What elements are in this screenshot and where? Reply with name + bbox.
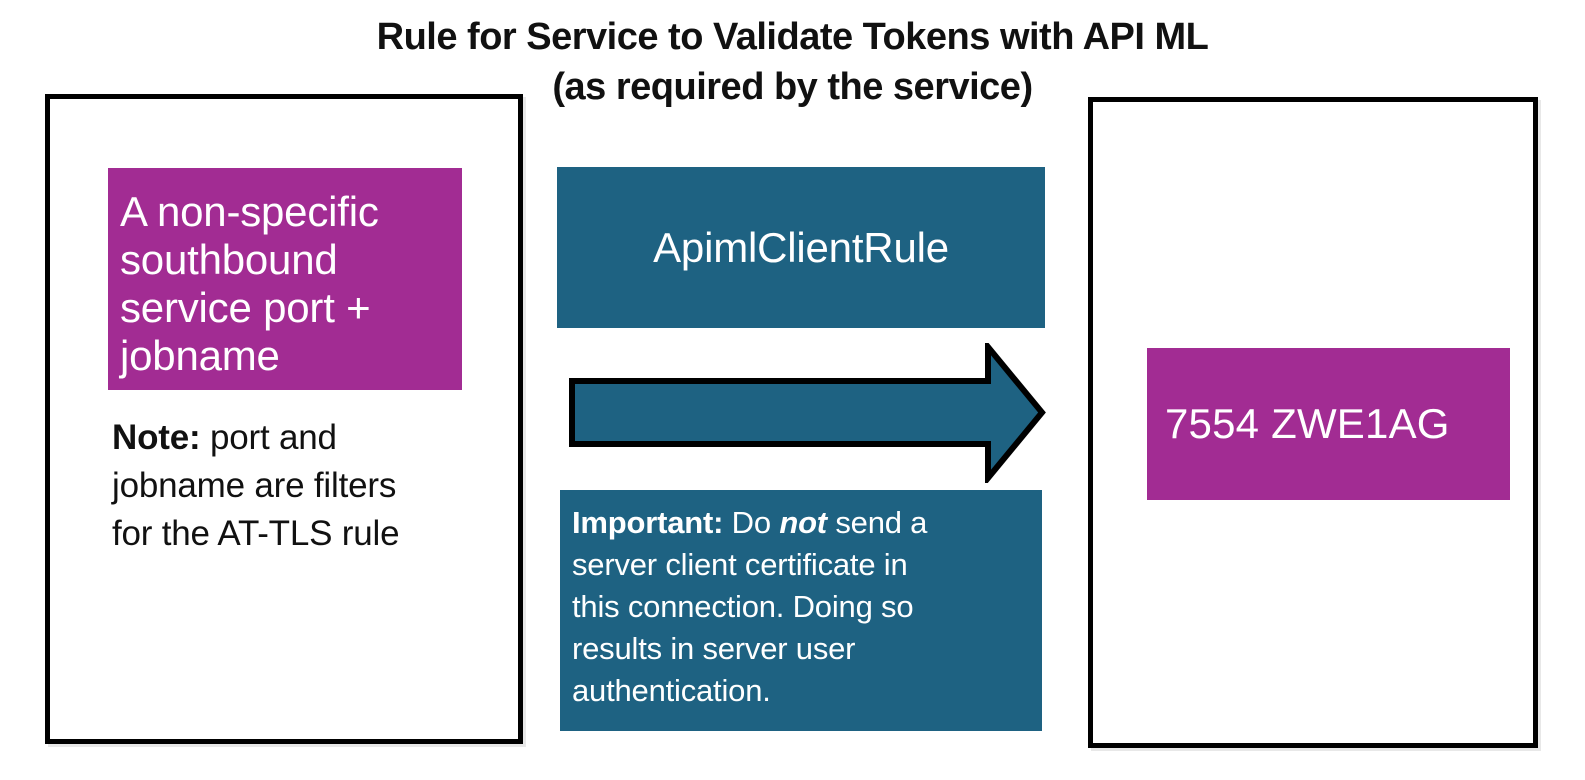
note-text: Note: port and jobname are filters for t… xyxy=(112,414,487,558)
important-line2: server client certificate in xyxy=(572,547,908,582)
service-box-line: service port + xyxy=(120,284,371,331)
important-warning-box: Important: Do not send a server client c… xyxy=(560,490,1042,731)
important-line1-end: send a xyxy=(826,505,928,540)
apiml-client-rule-box: ApimlClientRule xyxy=(557,167,1045,328)
service-port-jobname-box: A non-specific southbound service port +… xyxy=(108,168,462,390)
service-box-line: A non-specific xyxy=(120,188,379,235)
note-line2: jobname are filters xyxy=(112,466,397,505)
diagram-title: Rule for Service to Validate Tokens with… xyxy=(0,12,1585,112)
note-line1: Note: port and xyxy=(112,414,487,462)
diagram-title-line1: Rule for Service to Validate Tokens with… xyxy=(376,16,1209,58)
important-line1-mid: Do xyxy=(723,505,780,540)
rule-name-label: ApimlClientRule xyxy=(653,223,949,271)
flow-arrow xyxy=(568,338,1049,487)
gateway-port-jobname-label: 7554 ZWE1AG xyxy=(1165,400,1450,447)
important-line4: results in server user xyxy=(572,631,856,666)
important-emphasis: not xyxy=(779,505,827,540)
note-line1-rest: port and xyxy=(200,418,337,457)
service-box-line: southbound xyxy=(120,236,338,283)
important-line3: this connection. Doing so xyxy=(572,589,914,624)
service-box-line: jobname xyxy=(120,332,280,379)
gateway-port-jobname-box: 7554 ZWE1AG xyxy=(1147,348,1510,500)
important-label: Important: xyxy=(572,505,724,540)
note-line3: for the AT-TLS rule xyxy=(112,514,400,553)
important-line1: Important: Do not send a xyxy=(572,502,1036,544)
right-arrow-icon xyxy=(569,338,1046,487)
diagram-title-line2: (as required by the service) xyxy=(552,66,1033,108)
note-label: Note: xyxy=(112,418,201,457)
important-line5: authentication. xyxy=(572,673,771,708)
